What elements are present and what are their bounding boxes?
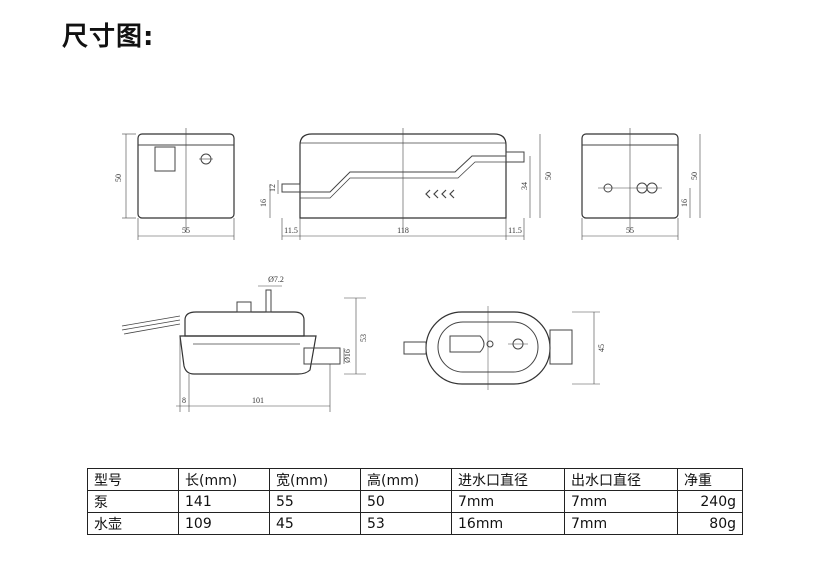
table-cell: 109	[178, 512, 270, 535]
spec-table: 型号 长(mm) 宽(mm) 高(mm) 进水口直径 出水口直径 净重 泵 14…	[87, 468, 743, 535]
table-cell: 7mm	[564, 490, 678, 513]
tank-outlet-dia-label: Ø16	[343, 349, 352, 363]
table-cell: 16mm	[451, 512, 565, 535]
side-length-label: 118	[397, 226, 409, 235]
table-cell: 水壶	[87, 512, 179, 535]
column-header: 长(mm)	[178, 468, 270, 491]
pump-rear-view: 16 50 55	[581, 128, 701, 240]
table-cell: 7mm	[451, 490, 565, 513]
column-header: 高(mm)	[360, 468, 452, 491]
dimension-drawing: 50 55 16 12 34 50 11.5 118	[114, 128, 701, 412]
table-cell: 141	[178, 490, 270, 513]
pump-front-view: 50 55	[114, 128, 235, 240]
tank-left-offset-label: 8	[182, 396, 186, 405]
tank-inlet-dia-label: Ø7.2	[268, 275, 284, 284]
column-header: 型号	[87, 468, 179, 491]
tank-side-view: Ø7.2 53 Ø16 8 101	[121, 275, 368, 412]
table-cell: 240g	[677, 490, 743, 513]
side-inlet-dia-label: 12	[268, 184, 277, 192]
pump-side-view: 16 12 34 50 11.5 118 11.5	[259, 128, 553, 240]
table-cell: 50	[360, 490, 452, 513]
side-outlet-height-label: 34	[520, 182, 529, 190]
front-height-label: 50	[114, 174, 123, 182]
tank-top-view: 45	[403, 306, 606, 390]
rear-height-label: 50	[690, 172, 699, 180]
side-right-offset-label: 11.5	[508, 226, 522, 235]
side-left-offset-label: 11.5	[284, 226, 298, 235]
tank-height-label: 53	[359, 334, 368, 342]
rear-outlet-height-label: 16	[680, 199, 689, 207]
table-cell: 7mm	[564, 512, 678, 535]
table-cell: 55	[269, 490, 361, 513]
front-width-label: 55	[182, 226, 190, 235]
column-header: 净重	[677, 468, 743, 491]
column-header: 宽(mm)	[269, 468, 361, 491]
table-cell: 80g	[677, 512, 743, 535]
side-inlet-height-label: 16	[259, 199, 268, 207]
tank-top-width-label: 45	[597, 344, 606, 352]
table-row: 泵 141 55 50 7mm 7mm 240g	[87, 490, 743, 513]
table-cell: 45	[269, 512, 361, 535]
page-title: 尺寸图:	[62, 22, 155, 52]
side-height-label: 50	[544, 172, 553, 180]
column-header: 进水口直径	[451, 468, 565, 491]
table-header-row: 型号 长(mm) 宽(mm) 高(mm) 进水口直径 出水口直径 净重	[87, 468, 743, 491]
table-cell: 泵	[87, 490, 179, 513]
rear-width-label: 55	[626, 226, 634, 235]
table-cell: 53	[360, 512, 452, 535]
tank-length-label: 101	[252, 396, 264, 405]
table-row: 水壶 109 45 53 16mm 7mm 80g	[87, 512, 743, 535]
column-header: 出水口直径	[564, 468, 678, 491]
